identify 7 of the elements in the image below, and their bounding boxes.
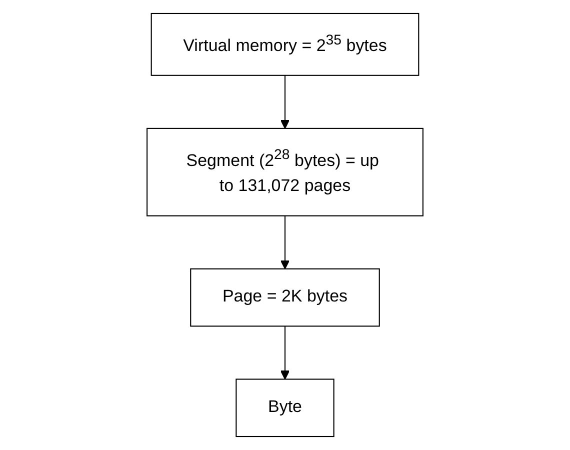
arrow: [280, 75, 290, 129]
node-box: Segment (2$^{28}$ bytes) = up to 131,072 pages: [146, 128, 424, 216]
arrow: [280, 326, 290, 380]
node-box: Byte: [236, 378, 334, 438]
arrow: [280, 216, 290, 270]
node-box: Page = 2K bytes: [190, 268, 380, 327]
node-box: Virtual memory = 2$^{35}$ bytes: [150, 12, 420, 76]
